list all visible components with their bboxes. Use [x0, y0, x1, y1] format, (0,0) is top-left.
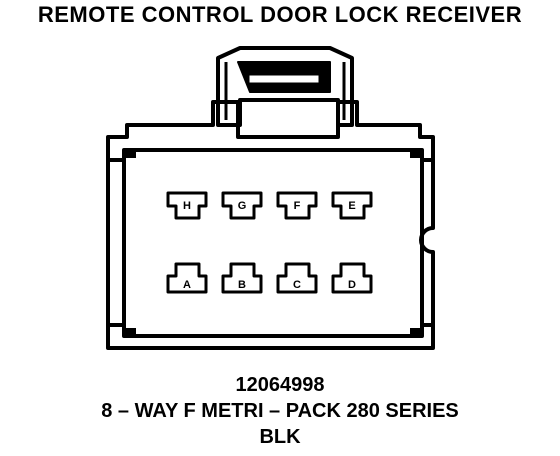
connector-drawing: H G F E A B C D — [106, 46, 435, 350]
connector-color: BLK — [259, 426, 301, 448]
connector-body — [106, 100, 435, 350]
pin-label: E — [348, 200, 355, 212]
pin-labels: H G F E A B C D — [183, 200, 356, 291]
pin-label: A — [183, 279, 191, 291]
cavity-C — [276, 262, 318, 294]
part-number: 12064998 — [235, 374, 325, 396]
cavity-A — [166, 262, 208, 294]
cavity-G — [221, 191, 263, 220]
cavity-E — [331, 191, 373, 220]
pin-label: D — [348, 279, 356, 291]
lock-latch — [216, 46, 354, 127]
pin-label: C — [293, 279, 301, 291]
pin-label: H — [183, 200, 191, 212]
cavity-B — [221, 262, 263, 294]
diagram-title: REMOTE CONTROL DOOR LOCK RECEIVER — [37, 2, 523, 27]
bottom-row-cavities — [166, 262, 373, 294]
top-row-cavities — [166, 191, 373, 220]
cavity-H — [166, 191, 208, 220]
pin-label: B — [238, 279, 246, 291]
pin-label: F — [294, 200, 301, 212]
connector-description: 8 – WAY F METRI – PACK 280 SERIES — [101, 400, 459, 422]
pin-label: G — [238, 200, 247, 212]
corner-tabs — [124, 150, 422, 336]
cavity-F — [276, 191, 318, 220]
cavity-D — [331, 262, 373, 294]
